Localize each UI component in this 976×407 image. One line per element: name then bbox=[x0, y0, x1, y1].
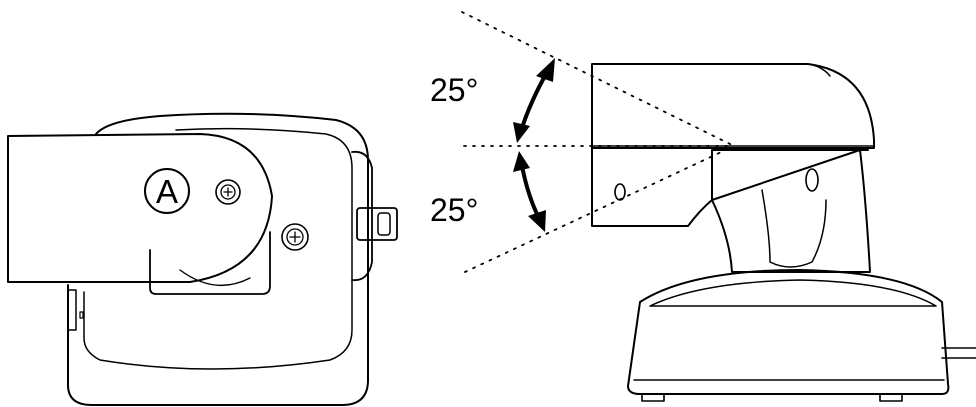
camera-yoke bbox=[711, 149, 871, 273]
ptz-camera-profile bbox=[591, 63, 976, 402]
yoke-inner bbox=[761, 189, 827, 268]
camera-head-profile bbox=[591, 63, 875, 149]
side-tab-slot bbox=[377, 212, 391, 236]
mount-plate bbox=[149, 231, 271, 295]
lower-angle-label: 25° bbox=[430, 192, 478, 228]
base-left-detail bbox=[67, 289, 77, 331]
camera-side-view: A bbox=[7, 112, 398, 406]
upper-limit-line bbox=[461, 11, 733, 146]
camera-head bbox=[7, 133, 273, 283]
upper-tilt-arrow bbox=[513, 58, 555, 143]
base-body-outline bbox=[67, 112, 369, 406]
base-small-mark bbox=[79, 311, 84, 319]
upper-angle-label: 25° bbox=[430, 72, 478, 108]
head-front-led bbox=[614, 183, 626, 201]
tilt-range: 25° 25° bbox=[430, 11, 733, 273]
camera-base bbox=[627, 269, 950, 395]
base-foot-left bbox=[641, 393, 665, 402]
head-screw bbox=[215, 179, 241, 205]
camera-head-lower bbox=[591, 147, 869, 227]
base-top-rim bbox=[649, 279, 937, 307]
mount-plate-inner bbox=[179, 269, 251, 287]
side-tab bbox=[356, 207, 398, 241]
lower-tilt-arrow bbox=[513, 151, 546, 232]
yoke-side-hole bbox=[805, 168, 819, 192]
side-connector bbox=[351, 150, 373, 282]
body-screw bbox=[281, 223, 309, 251]
lower-limit-line bbox=[464, 146, 733, 273]
callout-a-label: A bbox=[156, 173, 178, 210]
base-foot-right bbox=[879, 393, 903, 402]
head-top-bump bbox=[807, 63, 831, 77]
callout-a-circle bbox=[144, 168, 190, 214]
base-inner-outline bbox=[83, 127, 353, 370]
